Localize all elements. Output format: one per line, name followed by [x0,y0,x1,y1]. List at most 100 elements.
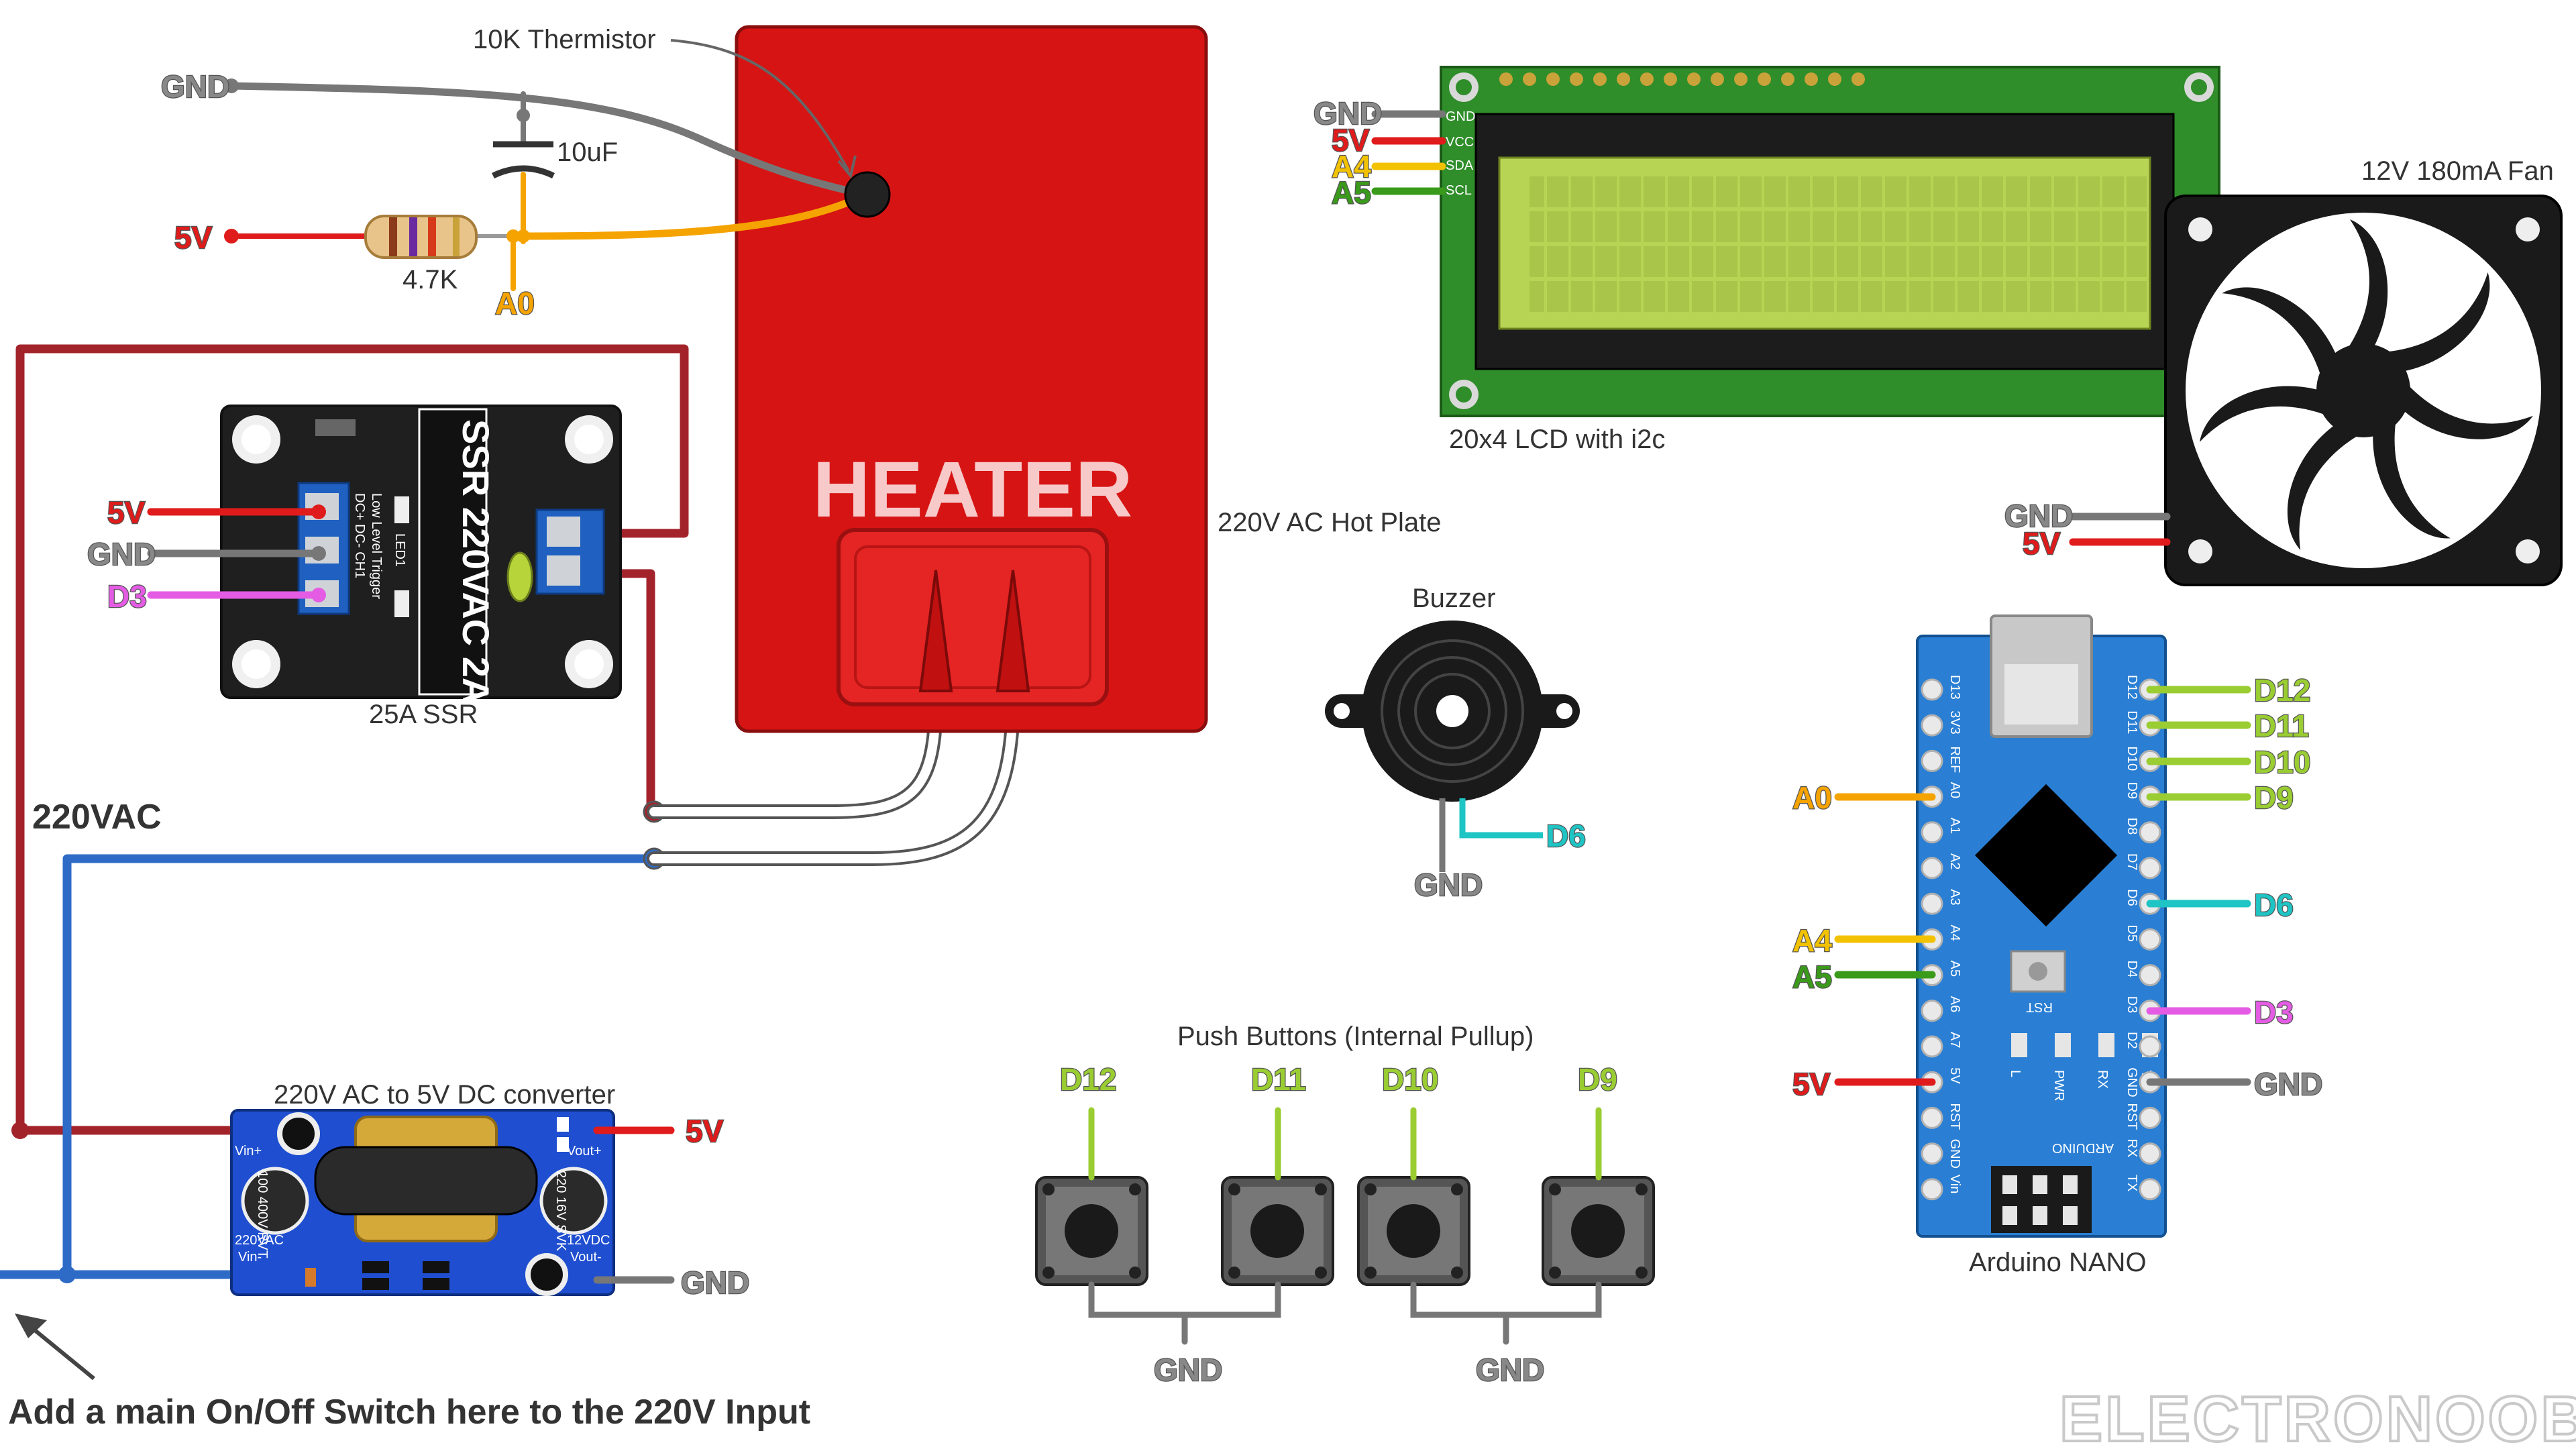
fan-gnd-net: GND [2004,498,2073,533]
nano-pin-label-left-0: D13 [1947,675,1962,700]
nano-pin-label-right-13: RX [2125,1139,2139,1158]
ssr-marking: SSR 220VAC 2A [455,419,497,704]
btn4-d9-net: D9 [1578,1062,1617,1097]
thermistor-signal-wire [519,191,869,240]
nano-pin-label-right-14: TX [2125,1175,2139,1192]
nano-pin-label-left-9: A6 [1947,996,1962,1012]
nano-pin-pad-right-14 [2139,1178,2161,1201]
resistor-label: 4.7K [402,265,458,294]
ssr-trigger-label: Low Level Trigger [369,493,384,599]
btn2-d11-net: D11 [1251,1062,1306,1097]
nano-led-pwr: PWR [2051,1070,2066,1102]
nano-pin-label-right-8: D4 [2125,961,2139,978]
nano-pin-pad-right-8 [2139,964,2161,987]
fan-label: 12V 180mA Fan [2361,156,2554,186]
conv-vout-minus: Vout- [570,1250,602,1265]
thermistor-circuit [224,78,869,291]
nano-d11-net: D11 [2254,708,2309,743]
nano-pin-label-left-13: GND [1947,1139,1962,1169]
nano-gnd-net: GND [2254,1067,2322,1102]
nano-pin-pad-right-12 [2139,1106,2161,1129]
nano-d6-net: D6 [2254,888,2294,922]
nano-right-wires [2146,686,2251,1086]
lcd-pin-gnd: GND [1446,109,1475,124]
nano-a5-net: A5 [1792,959,1832,994]
nano-d10-net: D10 [2254,745,2310,780]
nano-pin-pad-left-6 [1921,892,1943,915]
buzzer: Buzzer [1325,584,1580,802]
ssr-d3-net: D3 [107,579,147,614]
nano-pin-pad-right-10 [2139,1035,2161,1058]
push-buttons: Push Buttons (Internal Pullup) [1035,1022,1655,1388]
thermistor-a0-net: A0 [495,286,535,321]
thermistor: 10K Thermistor [473,25,891,218]
nano-a0-net: A0 [1792,780,1832,815]
nano-pin-label-right-3: D9 [2125,782,2139,800]
nano-pin-label-left-14: Vin [1947,1175,1962,1194]
nano-a4-net: A4 [1792,923,1832,958]
nano-pin-label-left-8: A5 [1947,961,1962,977]
button-2 [1221,1176,1334,1286]
ssr-led-label: LED1 [392,533,407,567]
cooling-fan: 12V 180mA Fan [2164,156,2563,586]
nano-pin-pad-left-12 [1921,1106,1943,1129]
nano-pin-pad-left-5 [1921,857,1943,879]
conv-vin-minus: Vin- [238,1250,262,1265]
lcd-pin-scl: SCL [1446,183,1472,198]
lcd-pin-vcc: VCC [1446,135,1474,150]
nano-pin-pad-right-4 [2139,821,2161,844]
nano-pin-label-right-7: D5 [2125,924,2139,942]
lcd-label: 20x4 LCD with i2c [1449,425,1665,454]
nano-led-l: L [2008,1070,2023,1077]
mains-neutral-branch [62,854,659,1279]
thermistor-gnd-net: GND [161,69,229,104]
nano-pin-pad-right-5 [2139,857,2161,879]
capacitor-label: 10uF [557,138,618,167]
nano-pin-label-right-1: D11 [2125,710,2139,734]
arduino-nano: RST L PWR RX TX ARDUINO D133V3REFA0A1A2A… [1916,614,2167,1277]
conv-vout-plus: Vout+ [567,1144,602,1159]
nano-pin-pad-left-4 [1921,821,1943,844]
switch-note-text: Add a main On/Off Switch here to the 220… [8,1393,810,1432]
lcd-pin-sda: SDA [1446,158,1474,173]
nano-pin-label-right-6: D6 [2125,889,2139,906]
nano-pin-pad-left-13 [1921,1142,1943,1165]
lcd-5v-net: 5V [1332,123,1370,158]
heater-text: HEATER [813,445,1132,534]
buttons-label: Push Buttons (Internal Pullup) [1177,1022,1534,1051]
nano-5v-net: 5V [1792,1067,1831,1102]
nano-pin-label-right-4: D8 [2125,818,2139,835]
nano-pin-label-left-4: A1 [1947,818,1962,834]
lcd-gnd-net: GND [1313,96,1382,131]
fan-5v-net: 5V [2023,526,2061,561]
ssr-5v-net: 5V [107,495,146,530]
mains-live-wire [15,344,689,1135]
thermistor-label: 10K Thermistor [473,25,656,54]
buttons-gnd-net-1: GND [1154,1352,1222,1387]
conv-12: 12VDC [567,1233,610,1248]
ssr-control-wires [147,504,326,602]
buzzer-gnd-net: GND [1414,867,1483,902]
ssr-gnd-net: GND [87,537,156,572]
lcd-a5-net: A5 [1332,175,1371,210]
nano-pin-label-left-11: 5V [1947,1067,1962,1084]
thermistor-5v-net: 5V [174,220,213,255]
btn3-d10-net: D10 [1382,1062,1438,1097]
arduino-label: Arduino NANO [1969,1248,2147,1277]
nano-pin-pad-right-13 [2139,1142,2161,1165]
nano-pin-label-left-5: A2 [1947,853,1962,869]
conv-vin-plus: Vin+ [235,1144,262,1159]
switch-note: Add a main On/Off Switch here to the 220… [8,1313,810,1432]
nano-pin-label-right-0: D12 [2125,675,2139,700]
nano-pin-label-right-12: RST [2125,1103,2139,1130]
nano-pin-label-right-5: D7 [2125,853,2139,871]
lcd-module: GND VCC SDA SCL 20x4 LCD with i2c [1440,66,2220,454]
nano-pin-label-left-10: A7 [1947,1032,1962,1048]
buzzer-d6-net: D6 [1546,818,1586,853]
nano-pin-pad-left-10 [1921,1035,1943,1058]
ssr-pin-labels: DC+ DC- CH1 [352,493,367,578]
nano-pin-label-left-3: A0 [1947,782,1962,798]
nano-pin-label-left-1: 3V3 [1947,710,1962,735]
